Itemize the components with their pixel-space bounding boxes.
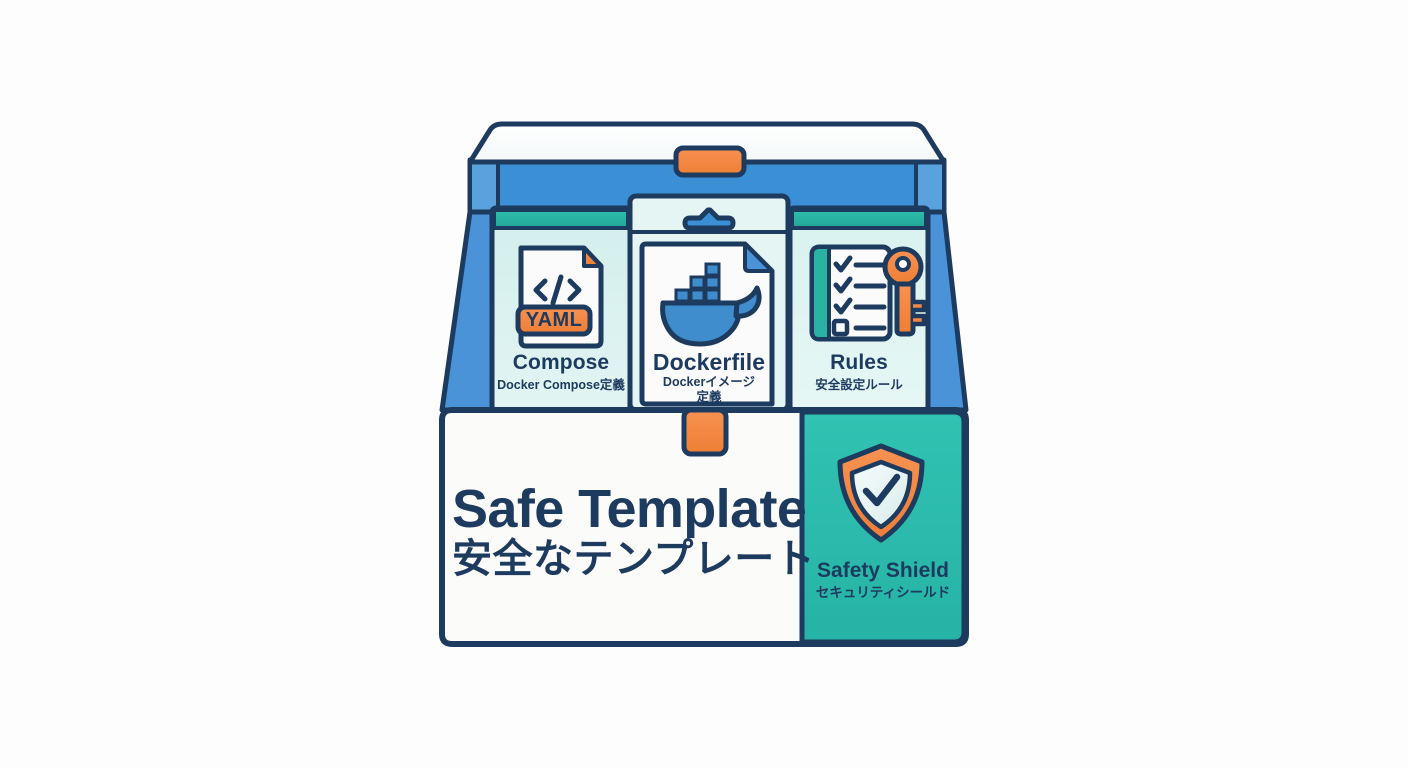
shield-panel-label-ja: セキュリティシールド <box>815 585 951 600</box>
shield-check-icon <box>837 443 925 543</box>
yaml-badge-label: YAML <box>525 309 583 331</box>
docker-whale-icon <box>660 262 762 347</box>
yaml-file-icon <box>515 245 604 349</box>
front-panel-title-ja: 安全なテンプレート <box>452 537 816 581</box>
lid-latch-icon <box>673 145 747 178</box>
card-compose-title: Compose <box>512 351 610 374</box>
card-hanger-notch <box>682 207 736 231</box>
shield-panel-label-en: Safety Shield <box>817 559 949 582</box>
checklist-key-icon <box>809 244 927 342</box>
card-compose-subtitle: Docker Compose定義 <box>497 378 625 392</box>
yaml-badge <box>515 304 593 337</box>
toolbox-front-body <box>439 407 969 647</box>
card-rules-title: Rules <box>830 351 888 374</box>
card-dockerfile-subtitle2: 定義 <box>696 390 722 404</box>
card-dockerfile-subtitle: Dockerイメージ <box>662 375 756 389</box>
card-rules-subtitle: 安全設定ルール <box>815 378 903 392</box>
front-latch-icon <box>681 407 729 457</box>
card-rules <box>787 205 931 413</box>
toolbox-lid <box>467 121 947 215</box>
card-compose <box>489 205 633 413</box>
card-dockerfile-title: Dockerfile <box>652 349 766 375</box>
key-icon <box>882 246 927 337</box>
front-panel-title-en: Safe Template <box>452 479 807 539</box>
card-dockerfile <box>627 193 791 413</box>
